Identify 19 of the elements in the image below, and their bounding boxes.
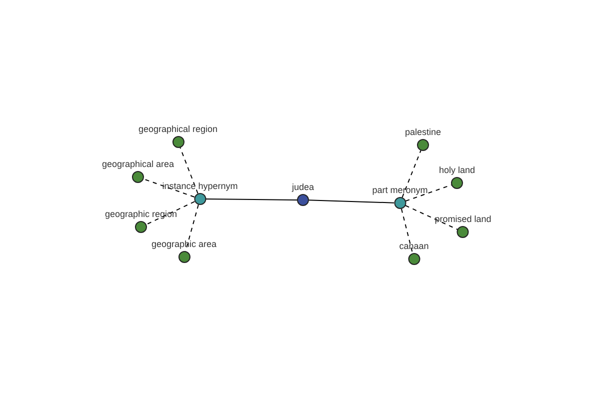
node-label: promised land [434, 214, 492, 225]
node-label: palestine [404, 127, 442, 138]
node-label: canaan [399, 241, 429, 252]
dashed-line [143, 178, 195, 198]
connector-line [308, 200, 394, 204]
dashed-line [402, 150, 422, 198]
connector-line [206, 198, 298, 200]
dashed-line [400, 208, 414, 254]
node-label: part meronym [372, 185, 428, 196]
node-label: geographic region [104, 209, 178, 220]
node-label: holy land [438, 165, 476, 176]
node-label: geographical area [102, 159, 174, 170]
node-label: judea [292, 182, 314, 193]
node-label: geographical region [138, 124, 218, 135]
node-label: instance hypernym [162, 181, 238, 192]
dashed-line [180, 147, 198, 194]
node-label: geographic area [151, 239, 217, 250]
dashed-line [404, 205, 458, 230]
dashed-line [146, 201, 196, 225]
